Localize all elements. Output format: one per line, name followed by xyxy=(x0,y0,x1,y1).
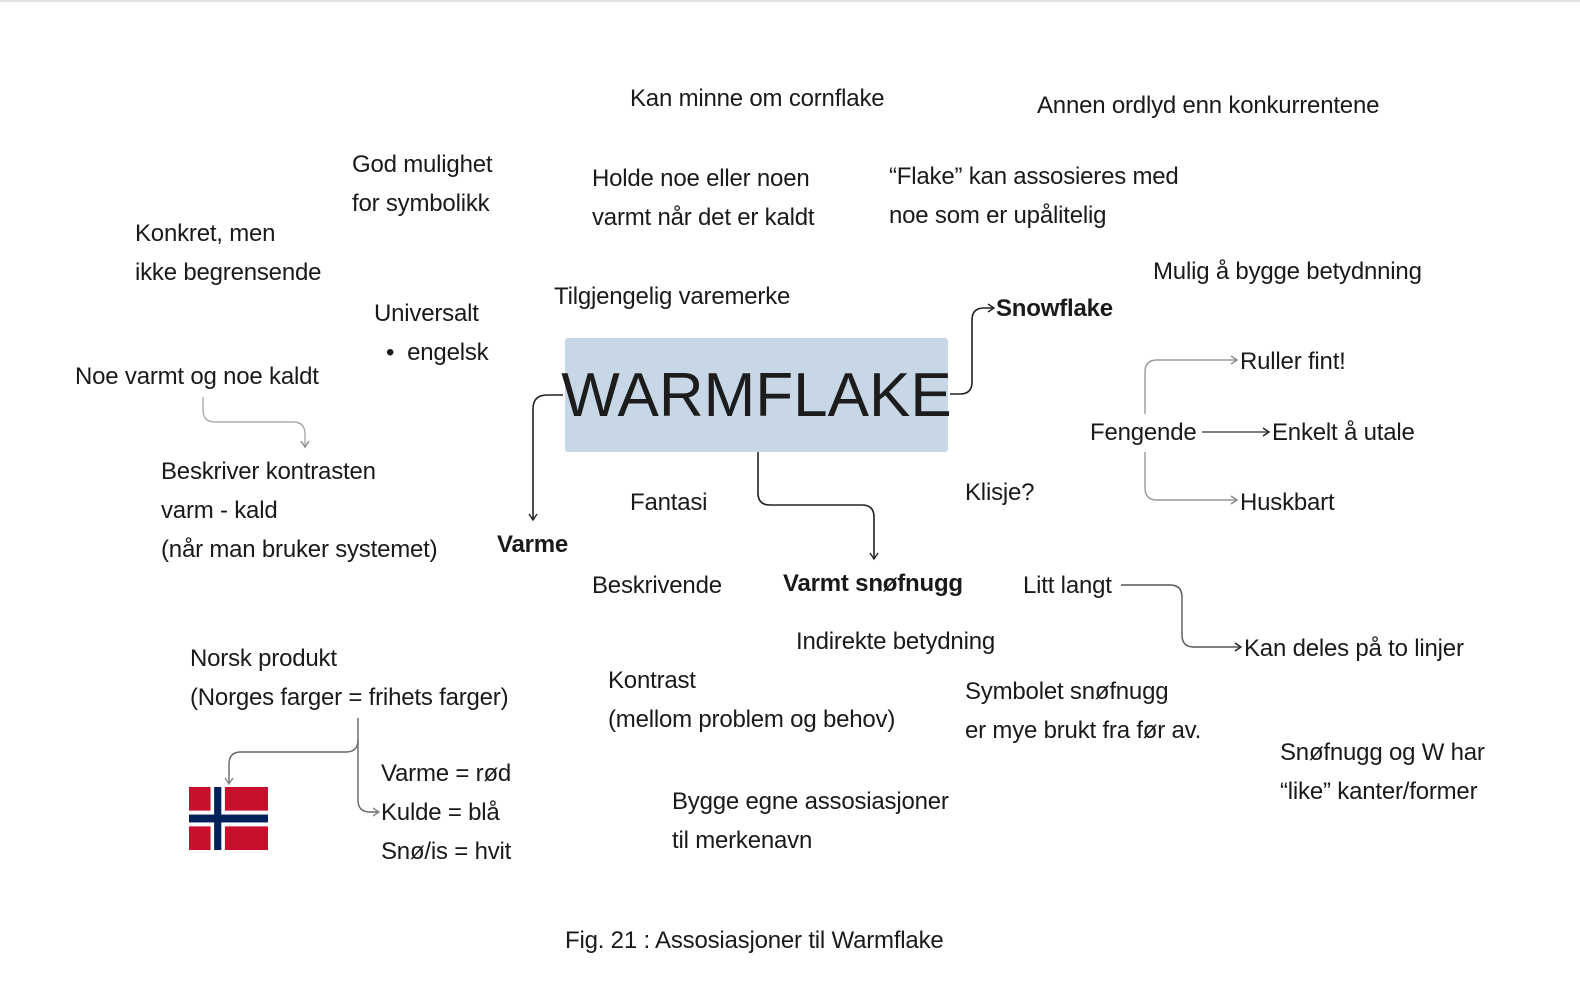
note-tilgjengelig: Tilgjengelig varemerke xyxy=(554,277,790,316)
note-line: Holde noe eller noen xyxy=(592,165,810,192)
note-holde: Holde noe eller noen varmt når det er kal… xyxy=(592,159,815,237)
connector-noe-varmt xyxy=(202,397,310,449)
note-huskbart: Huskbart xyxy=(1240,483,1335,522)
note-line: Beskrivende xyxy=(592,572,722,599)
note-flake: “Flake” kan assosieres med noe som er upå… xyxy=(889,157,1179,235)
note-line: “Flake” kan assosieres med xyxy=(889,163,1179,190)
note-symbolikk: God mulighet for symbolikk xyxy=(352,145,493,223)
note-klisje: Klisje? xyxy=(965,473,1035,512)
note-line: Indirekte betydning xyxy=(796,628,996,655)
note-line: Annen ordlyd enn konkurrentene xyxy=(1037,92,1380,119)
note-mulig: Mulig å bygge betydnning xyxy=(1153,252,1422,291)
note-line: Kan minne om cornflake xyxy=(630,85,885,112)
note-line: (mellom problem og behov) xyxy=(608,706,896,733)
connector-snowflake xyxy=(950,303,996,395)
note-line: Mulig å bygge betydnning xyxy=(1153,258,1422,285)
note-fantasi: Fantasi xyxy=(630,483,708,522)
note-cornflake: Kan minne om cornflake xyxy=(630,79,885,118)
note-line: Snø/is = hvit xyxy=(381,838,512,865)
note-noe-varmt: Noe varmt og noe kaldt xyxy=(75,357,319,396)
note-ruller: Ruller fint! xyxy=(1240,342,1346,381)
connector-varmt-snofnugg xyxy=(757,452,879,561)
note-kontrast: Kontrast (mellom problem og behov) xyxy=(608,661,895,739)
note-beskrivende: Beskrivende xyxy=(592,566,722,605)
note-line: til merkenavn xyxy=(672,827,813,854)
note-line: Varme = rød xyxy=(381,760,512,787)
note-snowflake: Snowflake xyxy=(996,289,1113,328)
note-line: noe som er upålitelig xyxy=(889,202,1107,229)
caption-text: Fig. 21 : Assosiasjoner til Warmflake xyxy=(565,927,944,954)
bullet-item: • engelsk xyxy=(374,333,489,372)
note-enkelt: Enkelt å utale xyxy=(1272,413,1415,452)
note-line: Klisje? xyxy=(965,479,1035,506)
note-fengende: Fengende xyxy=(1090,413,1197,452)
note-line: Norsk produkt xyxy=(190,645,337,672)
note-snofnugg-w: Snøfnugg og W har “like” kanter/former xyxy=(1280,733,1485,811)
connector-ruller xyxy=(1144,355,1239,414)
note-varmt-snofnugg: Varmt snøfnugg xyxy=(783,564,963,603)
note-line: (når man bruker systemet) xyxy=(161,536,438,563)
note-line: (Norges farger = frihets farger) xyxy=(190,684,509,711)
note-line: Kan deles på to linjer xyxy=(1244,635,1464,662)
note-bygge: Bygge egne assosiasjoner til merkenavn xyxy=(672,782,949,860)
note-beskriver: Beskriver kontrasten varm - kald (når man … xyxy=(161,452,438,569)
central-concept-box: WARMFLAKE xyxy=(561,338,952,452)
connector-kan-deles xyxy=(1121,584,1243,652)
note-konkret: Konkret, men ikke begrensende xyxy=(135,214,321,292)
note-line: Fengende xyxy=(1090,419,1197,446)
note-litt-langt: Litt langt xyxy=(1023,566,1112,605)
central-concept-label: WARMFLAKE xyxy=(561,360,952,430)
note-line: Huskbart xyxy=(1240,489,1335,516)
note-kan-deles: Kan deles på to linjer xyxy=(1244,629,1464,668)
note-line: er mye brukt fra før av. xyxy=(965,717,1202,744)
connector-varme xyxy=(528,394,563,522)
note-line: Litt langt xyxy=(1023,572,1112,599)
note-line: Beskriver kontrasten xyxy=(161,458,376,485)
connector-huskbart xyxy=(1144,452,1239,505)
bullet-icon: • xyxy=(386,339,408,366)
note-line: ikke begrensende xyxy=(135,259,322,286)
note-line: varm - kald xyxy=(161,497,278,524)
note-line: Bygge egne assosiasjoner xyxy=(672,788,949,815)
note-line: God mulighet xyxy=(352,151,493,178)
note-line: for symbolikk xyxy=(352,190,490,217)
note-line: Enkelt å utale xyxy=(1272,419,1415,446)
connector-farger xyxy=(357,740,381,817)
note-line: Ruller fint! xyxy=(1240,348,1346,375)
note-line: Tilgjengelig varemerke xyxy=(554,283,791,310)
note-line: “like” kanter/former xyxy=(1280,778,1478,805)
note-line: varmt når det er kaldt xyxy=(592,204,815,231)
note-line: Snøfnugg og W har xyxy=(1280,739,1485,766)
note-line: Varme xyxy=(497,531,569,558)
note-line: engelsk xyxy=(407,339,489,366)
note-indirekte: Indirekte betydning xyxy=(796,622,995,661)
note-line: Kontrast xyxy=(608,667,696,694)
note-line: Kulde = blå xyxy=(381,799,500,826)
note-line: Snowflake xyxy=(996,295,1113,322)
note-varme: Varme xyxy=(497,525,568,564)
note-line: Symbolet snøfnugg xyxy=(965,678,1169,705)
note-symbolet: Symbolet snøfnugg er mye brukt fra før av… xyxy=(965,672,1201,750)
note-line: Universalt xyxy=(374,300,479,327)
note-line: Varmt snøfnugg xyxy=(783,570,963,597)
note-universalt: Universalt • engelsk xyxy=(374,294,489,372)
connector-flag xyxy=(224,718,359,786)
note-line: Konkret, men xyxy=(135,220,276,247)
note-norsk: Norsk produkt (Norges farger = frihets fa… xyxy=(190,639,509,717)
note-ordlyd: Annen ordlyd enn konkurrentene xyxy=(1037,86,1379,125)
figure-caption: Fig. 21 : Assosiasjoner til Warmflake xyxy=(565,921,944,960)
note-line: Fantasi xyxy=(630,489,708,516)
norway-flag-icon xyxy=(189,787,268,850)
note-line: Noe varmt og noe kaldt xyxy=(75,363,319,390)
